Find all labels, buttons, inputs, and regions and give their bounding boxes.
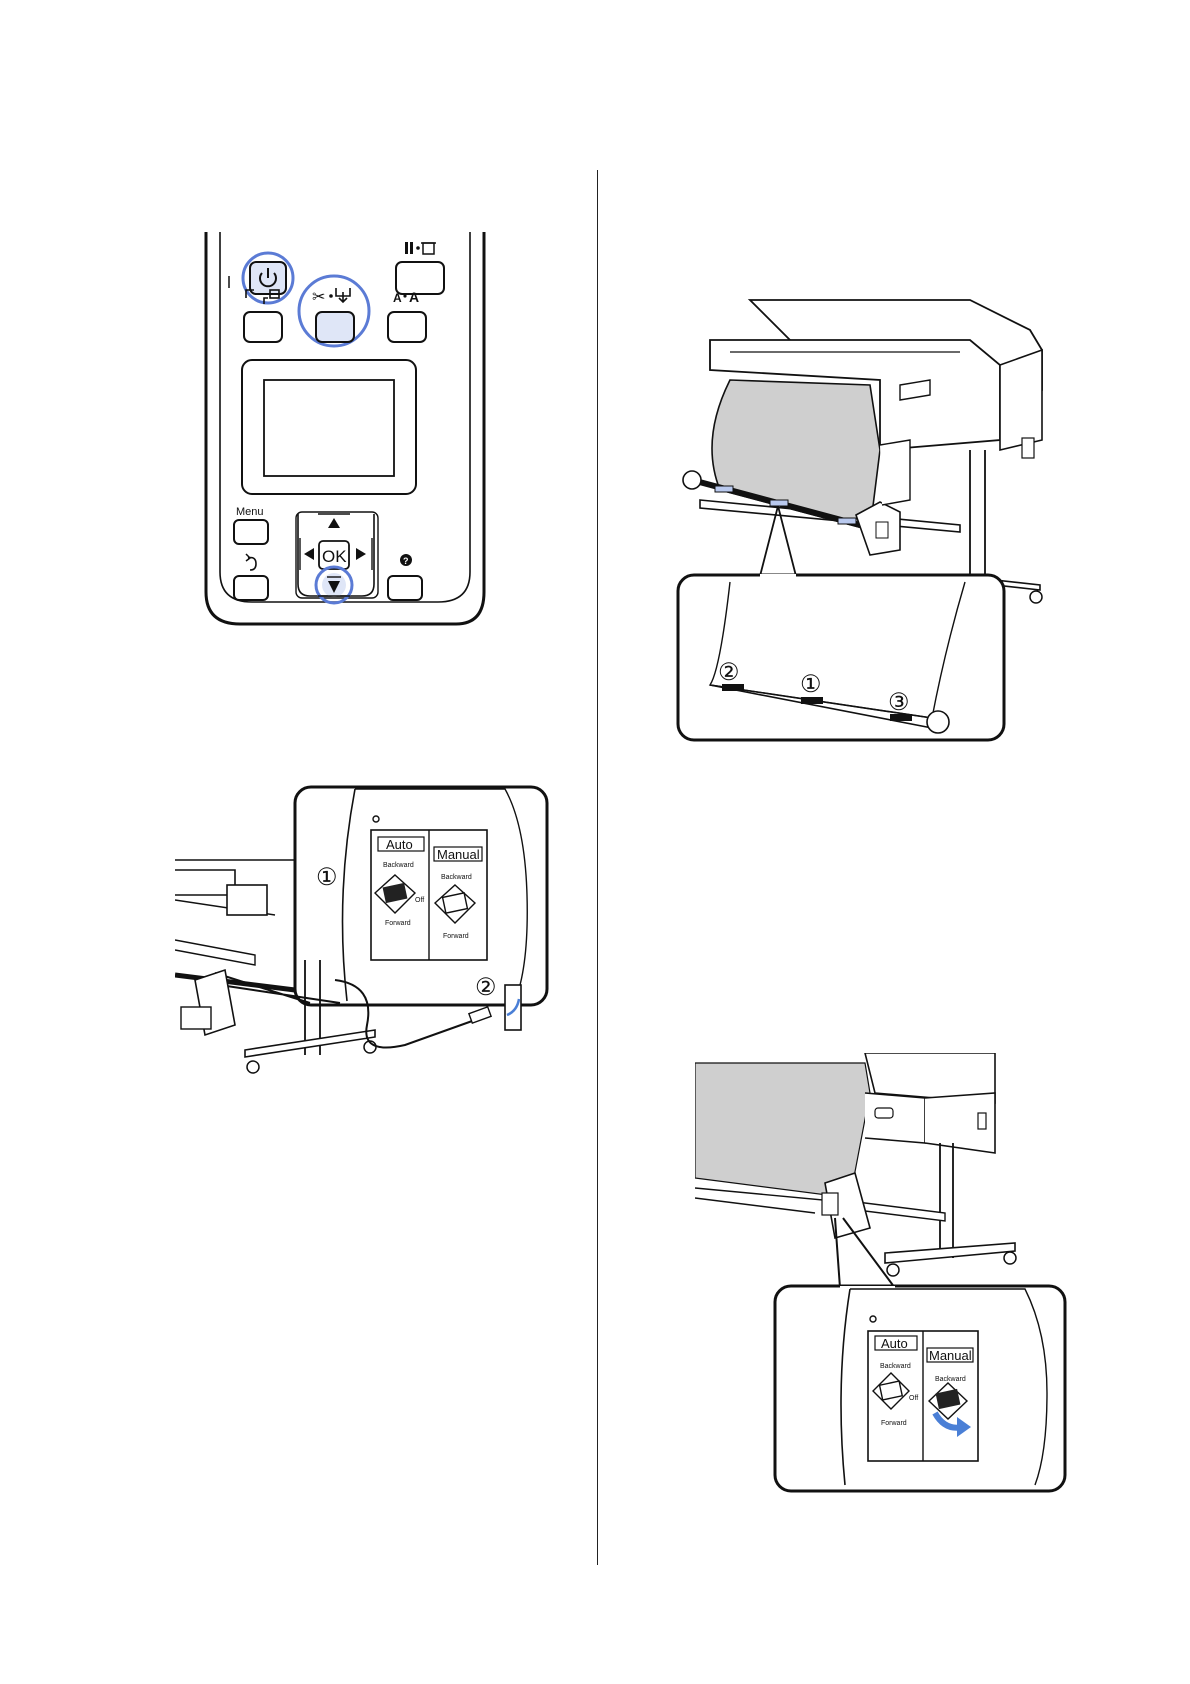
svg-text:A: A xyxy=(393,291,402,305)
back-button[interactable] xyxy=(234,576,268,600)
switch-marker-1: ① xyxy=(316,864,338,891)
forward-label: Forward xyxy=(385,920,411,927)
manual-fig-auto-label: Auto xyxy=(881,1336,908,1351)
column-divider xyxy=(597,170,598,1565)
manual-backward-label: Backward xyxy=(441,874,472,881)
help-icon: ? xyxy=(400,554,412,566)
tape-marker-3: ③ xyxy=(888,689,910,716)
ok-label: OK xyxy=(322,547,347,566)
menu-label: Menu xyxy=(236,506,264,518)
switch-cord-figure: Auto Manual Backward Backward Off Forwar… xyxy=(175,785,550,1145)
off-label: Off xyxy=(415,897,424,904)
printer-tape-figure: ② ① ③ xyxy=(670,290,1080,745)
control-panel-figure: ✂ A A Menu OK xyxy=(200,232,490,630)
ok-button[interactable]: OK xyxy=(319,541,349,569)
manual-forward-label: Forward xyxy=(443,933,469,940)
manual-fig-manual-backward-label: Backward xyxy=(935,1376,966,1383)
manual-fig-backward-label: Backward xyxy=(880,1363,911,1370)
svg-text:A: A xyxy=(409,289,419,305)
manual-fig-off-label: Off xyxy=(909,1395,918,1402)
auto-label: Auto xyxy=(386,837,413,852)
help-button[interactable] xyxy=(388,576,422,600)
svg-text:✂: ✂ xyxy=(312,289,325,306)
backward-label: Backward xyxy=(383,862,414,869)
manual-switch-figure: Auto Manual Backward Backward Off Forwar… xyxy=(695,1053,1070,1493)
tape-marker-2: ② xyxy=(718,659,740,686)
manual-fig-manual-label: Manual xyxy=(929,1348,972,1363)
media-type-button[interactable] xyxy=(388,312,426,342)
pause-cancel-button[interactable] xyxy=(396,262,444,294)
tape-marker-1: ① xyxy=(800,671,822,698)
outlet-marker-2: ② xyxy=(475,974,497,1001)
svg-text:?: ? xyxy=(403,556,409,566)
manual-label: Manual xyxy=(437,847,480,862)
paper-source-button[interactable] xyxy=(244,312,282,342)
menu-button[interactable] xyxy=(234,520,268,544)
lcd-screen xyxy=(264,380,394,476)
manual-fig-forward-label: Forward xyxy=(881,1420,907,1427)
